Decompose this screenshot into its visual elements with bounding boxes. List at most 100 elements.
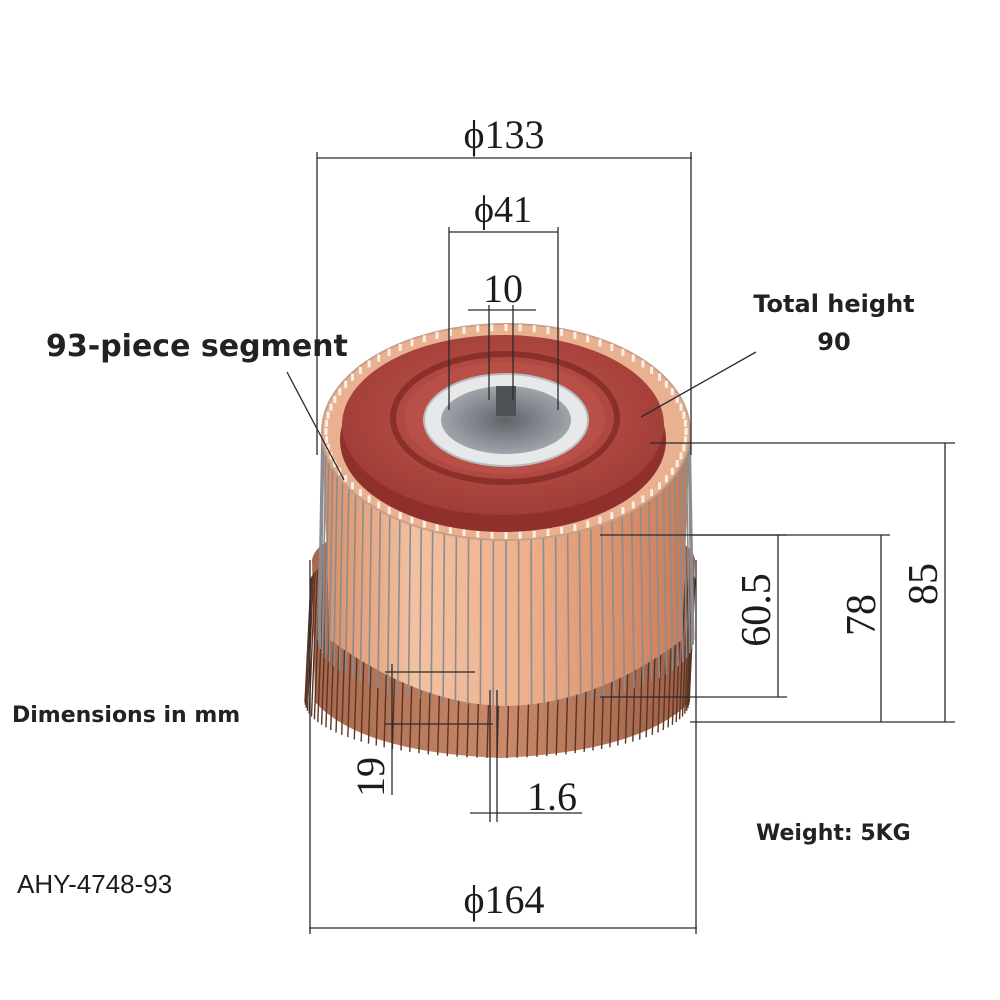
bar-tooth (377, 354, 381, 362)
dim-outer-diameter-top: ϕ133 (463, 112, 544, 157)
bar-separator (377, 506, 382, 689)
bar-separator (324, 459, 330, 658)
bar-tooth (435, 331, 439, 339)
dim-height-60-5: 60.5 (734, 573, 780, 647)
bar-separator (359, 496, 365, 682)
bar-separator (368, 501, 373, 686)
bar-tooth (650, 489, 654, 497)
bar-tooth (631, 354, 635, 362)
bar-separator (685, 452, 691, 654)
bar-tooth (462, 529, 466, 537)
bar-tooth (658, 373, 661, 381)
bar-tooth (664, 380, 668, 388)
commutator-illustration (304, 323, 696, 759)
bar-separator (682, 459, 688, 658)
bore-hole (441, 386, 571, 454)
bar-tooth (683, 419, 687, 427)
bar-tooth (682, 411, 686, 419)
bar-tooth (650, 366, 654, 374)
bar-tooth (679, 403, 683, 411)
bar-tooth (490, 324, 494, 332)
bar-tooth (326, 444, 330, 452)
bar-tooth (351, 373, 354, 381)
bar-separator (344, 485, 350, 675)
insulator-cap-ridge (390, 351, 620, 485)
bar-separator (668, 479, 674, 671)
bar-tooth (586, 335, 590, 343)
bar-tooth (504, 532, 508, 539)
bar-separator (530, 533, 533, 706)
bar-separator (318, 438, 324, 645)
bar-separator (328, 466, 334, 663)
model-number: AHY-4748-93 (17, 869, 172, 899)
bar-tooth (670, 467, 674, 475)
bar-separator (566, 528, 570, 703)
bar-tooth (358, 489, 362, 497)
bar-separator (630, 506, 635, 689)
bar-separator (611, 515, 615, 694)
bar-separator (647, 496, 653, 682)
bar-tooth (422, 335, 426, 343)
bar-tooth (518, 531, 522, 539)
bar-tooth (610, 512, 614, 520)
bar-separator (554, 530, 558, 704)
bar-tooth (344, 380, 348, 388)
bar-tooth (518, 324, 522, 332)
bar-tooth (598, 516, 602, 524)
bar-separator (454, 530, 458, 704)
bar-tooth (351, 482, 354, 490)
bar-separator (333, 472, 338, 667)
bar-tooth (422, 520, 426, 528)
bar-tooth (325, 419, 329, 427)
bar-separator (319, 445, 325, 650)
dim-riser-thickness: 1.6 (527, 774, 577, 819)
bar-separator (321, 452, 327, 654)
keyway-slot (496, 386, 516, 416)
bar-tooth (586, 520, 590, 528)
riser-fin (310, 569, 319, 717)
bar-tooth (679, 452, 683, 460)
dim-height-85: 85 (901, 563, 947, 605)
bar-tooth (367, 495, 371, 503)
bar-tooth (532, 530, 536, 538)
dim-height-78: 78 (839, 594, 885, 636)
bar-tooth (675, 395, 679, 403)
bar-tooth (573, 524, 577, 532)
bar-tooth (546, 529, 550, 537)
bar-tooth (621, 348, 625, 356)
bar-separator (351, 491, 357, 679)
riser-fin (305, 575, 313, 708)
bar-tooth (490, 531, 494, 539)
dim-riser-diameter: ϕ164 (463, 877, 544, 922)
bar-tooth (546, 326, 550, 334)
bar-tooth (476, 325, 480, 333)
bar-tooth (670, 388, 674, 396)
bar-tooth (462, 326, 466, 334)
bar-tooth (448, 329, 452, 337)
bar-tooth (377, 501, 381, 509)
bar-tooth (641, 360, 645, 368)
bar-tooth (684, 428, 688, 435)
bar-separator (621, 511, 626, 692)
bar-separator (689, 431, 695, 641)
bar-tooth (324, 428, 328, 435)
bar-separator (542, 532, 546, 705)
bar-top-teeth (324, 324, 688, 539)
bar-tooth (325, 436, 329, 444)
bar-tooth (387, 507, 391, 515)
bar-separator (678, 466, 684, 663)
bar-tooth (560, 329, 564, 337)
bar-tooth (367, 360, 371, 368)
bar-separator (589, 523, 594, 699)
bar-separator (466, 532, 470, 705)
total-height-value: 90 (817, 328, 850, 356)
total-height-label: Total height (753, 290, 914, 318)
bar-separator (442, 528, 446, 703)
bar-tooth (476, 530, 480, 538)
bar-separator (407, 519, 412, 697)
riser-fin (681, 569, 690, 717)
commutator-bars (317, 431, 695, 706)
bar-tooth (683, 436, 687, 444)
bar-tooth (329, 403, 333, 411)
